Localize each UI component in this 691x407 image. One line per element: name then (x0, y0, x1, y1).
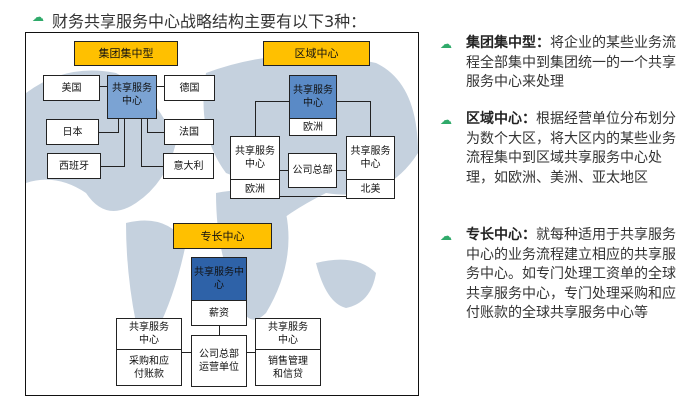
g2-hq-node: 公司总部 (288, 153, 337, 188)
header-regional-center: 区域中心 (263, 41, 370, 66)
g2-right-node: 共享服务中心 (346, 136, 395, 180)
g2-left-sub: 欧洲 (230, 179, 280, 199)
g2-left-node: 共享服务中心 (230, 136, 280, 180)
item-text: 将企业的某些业务流程全部集中到集团统一的一个共享服务中心来处理 (466, 35, 676, 90)
description-item: 专长中心：就每种适用于共享服务中心的业务流程建立相应的共享服务中心。如专门处理工… (466, 226, 678, 324)
g1-center-node: 共享服务中心 (107, 75, 157, 119)
g2-center-node: 共享服务中心 (289, 75, 337, 119)
item-text: 根据经营单位分布划分为数个大区，将大区内的某些业务流程集中到区域共享服务中心处理… (466, 111, 676, 186)
header-expertise-center: 专长中心 (173, 223, 272, 249)
g3-right-node: 共享服务中心 (255, 318, 321, 350)
item-text: 就每种适用于共享服务中心的业务流程建立相应的共享服务中心。如专门处理工资单的全球… (466, 227, 676, 321)
item-term: 集团集中型： (466, 35, 550, 51)
item-term: 专长中心： (466, 227, 536, 243)
item-term: 区域中心： (466, 111, 536, 127)
node-italy: 意大利 (163, 153, 214, 179)
cloud-bullet-icon: ☁ (440, 113, 452, 127)
cloud-bullet-icon: ☁ (32, 10, 44, 24)
g3-center-node: 共享服务中心 (191, 257, 247, 301)
description-item: 区域中心：根据经营单位分布划分为数个大区，将大区内的某些业务流程集中到区域共享服… (466, 110, 678, 188)
cloud-bullet-icon: ☁ (440, 37, 452, 51)
header-group-centralized: 集团集中型 (74, 41, 178, 66)
node-japan: 日本 (46, 119, 99, 145)
g3-center-sub: 薪资 (191, 300, 247, 326)
g3-right-sub: 销售管理和信贷 (255, 349, 321, 386)
node-germany: 德国 (164, 75, 215, 101)
g3-hq-node: 公司总部运营单位 (191, 335, 247, 387)
cloud-bullet-icon: ☁ (440, 229, 452, 243)
node-usa: 美国 (43, 75, 100, 101)
g2-center-sub: 欧洲 (289, 118, 337, 136)
g3-left-sub: 采购和应付账款 (116, 349, 182, 386)
g3-left-node: 共享服务中心 (116, 318, 182, 350)
node-france: 法国 (164, 119, 214, 145)
g2-right-sub: 北美 (346, 179, 395, 199)
description-item: 集团集中型：将企业的某些业务流程全部集中到集团统一的一个共享服务中心来处理 (466, 34, 678, 93)
node-spain: 西班牙 (47, 153, 101, 179)
page-title: 财务共享服务中心战略结构主要有以下3种： (52, 12, 367, 31)
